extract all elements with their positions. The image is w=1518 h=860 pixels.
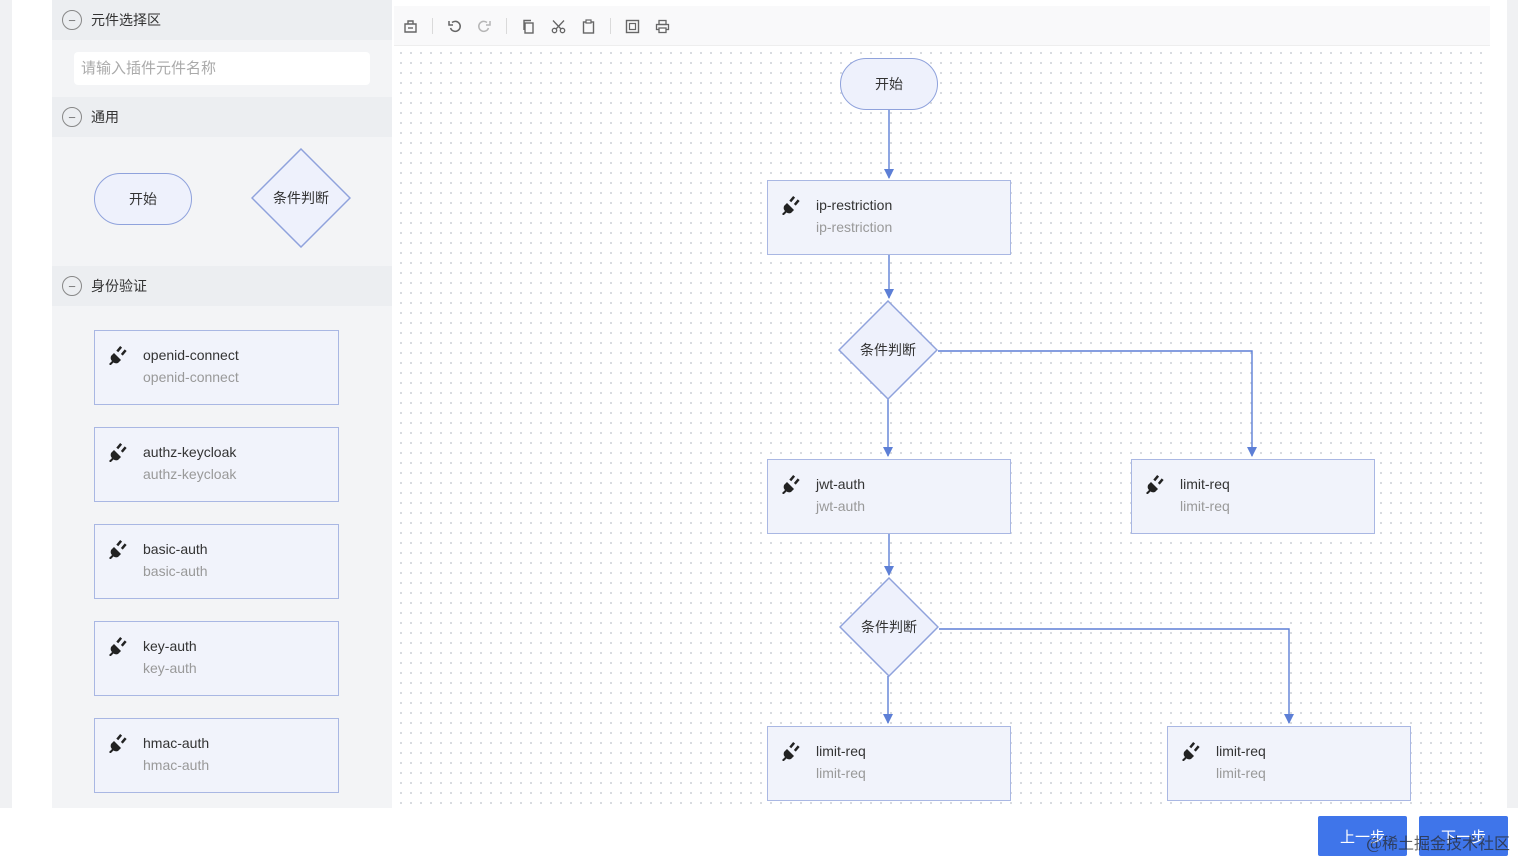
plugin-card-openid-connect[interactable]: openid-connect openid-connect bbox=[94, 330, 339, 405]
plugin-title: key-auth bbox=[143, 638, 197, 654]
plug-icon bbox=[1146, 475, 1164, 494]
flow-node-limit-req[interactable]: limit-req limit-req bbox=[1167, 726, 1411, 801]
plugin-title: limit-req bbox=[1216, 743, 1266, 759]
section-title: 元件选择区 bbox=[91, 12, 161, 28]
next-step-button[interactable]: 下一步 bbox=[1419, 816, 1508, 856]
plug-icon bbox=[109, 540, 127, 559]
condition-node-label: 条件判断 bbox=[860, 342, 916, 358]
redo-icon[interactable] bbox=[474, 16, 494, 36]
plugin-description: authz-keycloak bbox=[143, 466, 237, 482]
flow-condition-node-2[interactable]: 条件判断 bbox=[839, 577, 939, 677]
collapse-icon[interactable]: − bbox=[62, 276, 82, 296]
fit-view-icon[interactable] bbox=[622, 16, 642, 36]
editor-toolbar bbox=[394, 6, 1490, 46]
flow-node-limit-req[interactable]: limit-req limit-req bbox=[767, 726, 1011, 801]
plugin-title: limit-req bbox=[1180, 476, 1230, 492]
wizard-footer: 上一步 下一步 @稀土掘金技术社区 bbox=[0, 808, 1518, 860]
palette-condition-node[interactable]: 条件判断 bbox=[251, 148, 351, 248]
plugin-title: basic-auth bbox=[143, 541, 208, 557]
plugin-title: openid-connect bbox=[143, 347, 239, 363]
start-node-label: 开始 bbox=[129, 191, 157, 207]
section-header-general[interactable]: − 通用 bbox=[52, 97, 392, 137]
section-header-palette[interactable]: − 元件选择区 bbox=[52, 0, 392, 40]
plug-icon bbox=[109, 734, 127, 753]
section-title: 通用 bbox=[91, 109, 119, 125]
flow-node-ip-restriction[interactable]: ip-restriction ip-restriction bbox=[767, 180, 1011, 255]
plugin-description: limit-req bbox=[816, 765, 866, 781]
plugin-card-basic-auth[interactable]: basic-auth basic-auth bbox=[94, 524, 339, 599]
section-header-auth[interactable]: − 身份验证 bbox=[52, 266, 392, 306]
copy-icon[interactable] bbox=[518, 16, 538, 36]
undo-icon[interactable] bbox=[444, 16, 464, 36]
paste-icon[interactable] bbox=[578, 16, 598, 36]
collapse-icon[interactable]: − bbox=[62, 107, 82, 127]
plugin-title: hmac-auth bbox=[143, 735, 210, 751]
cut-icon[interactable] bbox=[548, 16, 568, 36]
edge-condition-2-to-limit-req-right bbox=[939, 628, 1294, 724]
flow-node-limit-req[interactable]: limit-req limit-req bbox=[1131, 459, 1375, 534]
plugin-description: ip-restriction bbox=[816, 219, 893, 235]
flow-node-jwt-auth[interactable]: jwt-auth jwt-auth bbox=[767, 459, 1011, 534]
section-title: 身份验证 bbox=[91, 278, 147, 294]
plugin-title: limit-req bbox=[816, 743, 866, 759]
plug-icon bbox=[782, 196, 800, 215]
flow-canvas[interactable]: 开始 ip-restriction ip-restriction 条件判断 jw… bbox=[396, 48, 1488, 805]
condition-node-label: 条件判断 bbox=[273, 190, 329, 206]
plugin-search-input[interactable] bbox=[74, 52, 370, 85]
plugin-title: authz-keycloak bbox=[143, 444, 237, 460]
plugin-description: limit-req bbox=[1216, 765, 1266, 781]
plug-icon bbox=[109, 637, 127, 656]
plug-icon bbox=[1182, 742, 1200, 761]
condition-node-label: 条件判断 bbox=[861, 619, 917, 635]
plugin-title: jwt-auth bbox=[816, 476, 866, 492]
plugin-card-authz-keycloak[interactable]: authz-keycloak authz-keycloak bbox=[94, 427, 339, 502]
plugin-description: hmac-auth bbox=[143, 757, 210, 773]
print-icon[interactable] bbox=[652, 16, 672, 36]
flow-edges bbox=[883, 110, 1294, 724]
save-icon[interactable] bbox=[400, 16, 420, 36]
plugin-card-key-auth[interactable]: key-auth key-auth bbox=[94, 621, 339, 696]
flow-start-node[interactable]: 开始 bbox=[840, 58, 938, 110]
palette-start-node[interactable]: 开始 bbox=[94, 173, 192, 225]
toolbar-divider bbox=[432, 18, 433, 34]
diamond-shape bbox=[839, 577, 939, 677]
plug-icon bbox=[782, 742, 800, 761]
flow-condition-node-1[interactable]: 条件判断 bbox=[838, 300, 938, 400]
prev-step-button[interactable]: 上一步 bbox=[1318, 816, 1407, 856]
plugin-description: key-auth bbox=[143, 660, 197, 676]
diamond-shape bbox=[838, 300, 938, 400]
collapse-icon[interactable]: − bbox=[62, 10, 82, 30]
plugin-description: basic-auth bbox=[143, 563, 208, 579]
plugin-description: openid-connect bbox=[143, 369, 239, 385]
toolbar-divider bbox=[506, 18, 507, 34]
toolbar-divider bbox=[610, 18, 611, 34]
plug-icon bbox=[782, 475, 800, 494]
component-sidebar: − 元件选择区 − 通用 开始 条件判断 − 身份验证 openid-conne… bbox=[52, 0, 392, 808]
plug-icon bbox=[109, 346, 127, 365]
plug-icon bbox=[109, 443, 127, 462]
plugin-description: limit-req bbox=[1180, 498, 1230, 514]
diamond-shape bbox=[251, 148, 351, 248]
app-window: − 元件选择区 − 通用 开始 条件判断 − 身份验证 openid-conne… bbox=[12, 0, 1507, 808]
plugin-title: ip-restriction bbox=[816, 197, 893, 213]
plugin-card-hmac-auth[interactable]: hmac-auth hmac-auth bbox=[94, 718, 339, 793]
edge-condition-1-to-limit-req bbox=[938, 350, 1257, 457]
plugin-description: jwt-auth bbox=[816, 498, 866, 514]
start-node-label: 开始 bbox=[875, 76, 903, 92]
